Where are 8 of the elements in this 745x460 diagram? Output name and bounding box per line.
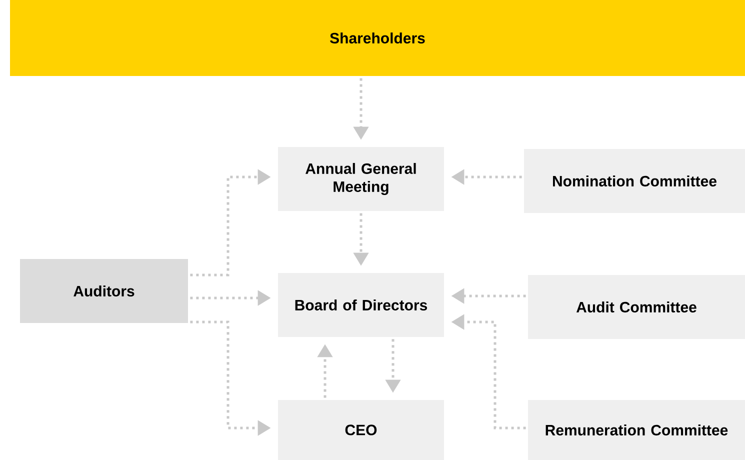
banner: Shareholders [10,0,745,76]
org-box: CEO [278,400,444,460]
org-box: Audit Committee [528,275,745,339]
org-box: Nomination Committee [524,149,745,213]
org-box: Board of Directors [278,273,444,337]
org-box: Annual General Meeting [278,147,444,211]
org-box: Auditors [20,258,188,323]
org-box: Remuneration Committee [528,400,745,460]
